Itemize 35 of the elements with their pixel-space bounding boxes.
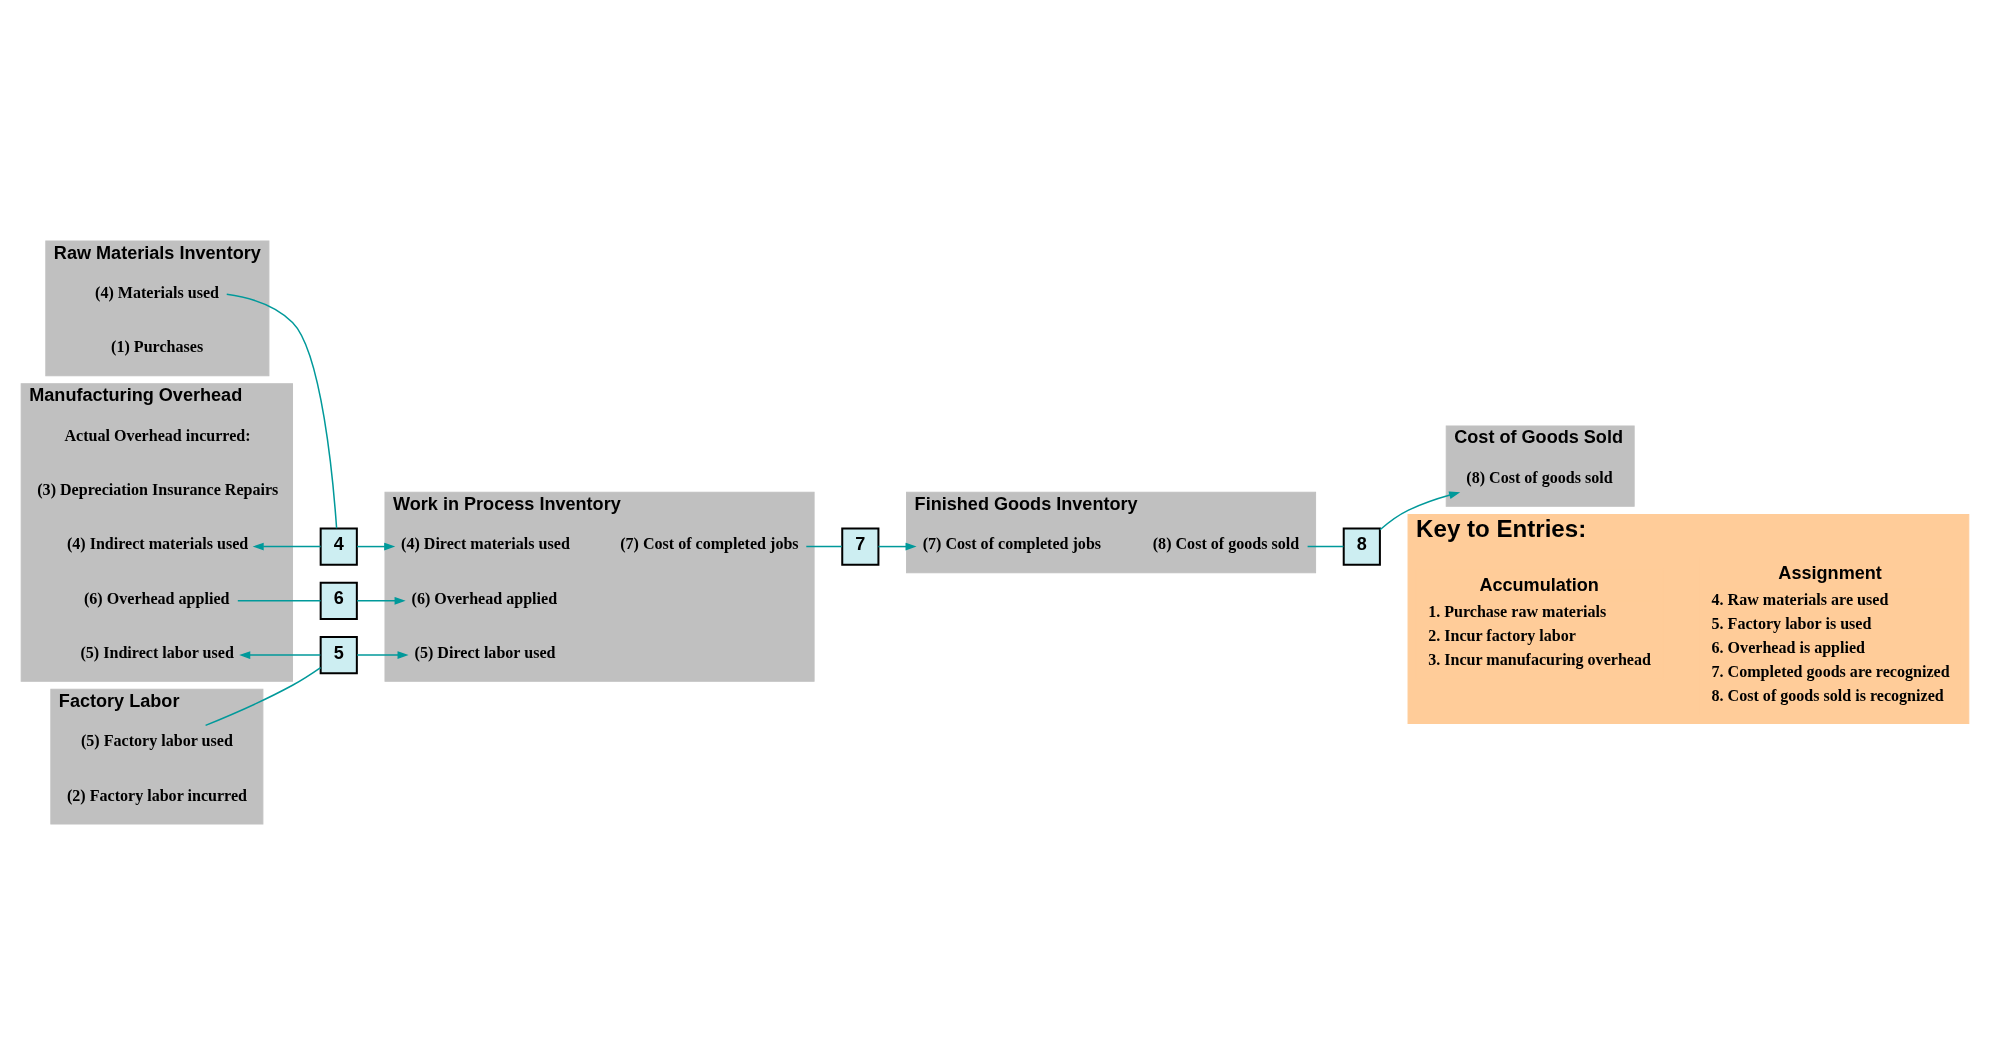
- node-text: (4) Indirect materials used: [66, 534, 249, 552]
- node-text: (5) Direct labor used: [414, 643, 556, 661]
- node-box: 5: [319, 635, 358, 674]
- node-text: (2) Factory labor incurred: [66, 786, 247, 804]
- node-box: 8: [1342, 526, 1381, 566]
- node-box: 6: [319, 581, 358, 620]
- node-text: Actual Overhead incurred:: [64, 426, 251, 444]
- node-text: (5) Indirect labor used: [80, 643, 234, 661]
- node-box: 7: [841, 526, 880, 566]
- arrow: [356, 542, 396, 550]
- node-text: (1) Purchases: [111, 337, 204, 355]
- node-text: (7) Cost of completed jobs: [922, 534, 1102, 552]
- connector: [805, 545, 843, 547]
- arrow: [1379, 490, 1461, 531]
- connector: [1306, 545, 1345, 547]
- node-text: (4) Direct materials used: [401, 534, 570, 552]
- node-text: Assignment 4. Raw materials are used 5. Factory labor is used 6. Overhead is applied 7. Completed goods are recognized 8. Cost of goods sold is recognized: [1711, 562, 1950, 704]
- node-text: (8) Cost of goods sold: [1466, 468, 1613, 486]
- node-text: (8) Cost of goods sold: [1152, 534, 1300, 552]
- node-box: 4: [319, 526, 358, 566]
- node-text: (3) Depreciation Insurance Repairs: [37, 480, 279, 498]
- node-text: (7) Cost of completed jobs: [620, 534, 799, 552]
- connector: [226, 293, 338, 529]
- connector: [237, 599, 322, 602]
- connector: [204, 666, 322, 726]
- arrow: [877, 542, 917, 550]
- arrow: [356, 596, 406, 605]
- node-text: (6) Overhead applied: [411, 589, 558, 607]
- node-text: (6) Overhead applied: [84, 589, 230, 607]
- node-text: (5) Factory labor used: [80, 731, 233, 749]
- arrow: [356, 650, 409, 659]
- arrow: [252, 542, 322, 550]
- node-text: Accumulation 1. Purchase raw materials 2. Incur factory labor 3. Incur manufacuring overhead: [1428, 574, 1651, 668]
- arrow: [239, 650, 322, 659]
- node-text: (4) Materials used: [95, 283, 220, 301]
